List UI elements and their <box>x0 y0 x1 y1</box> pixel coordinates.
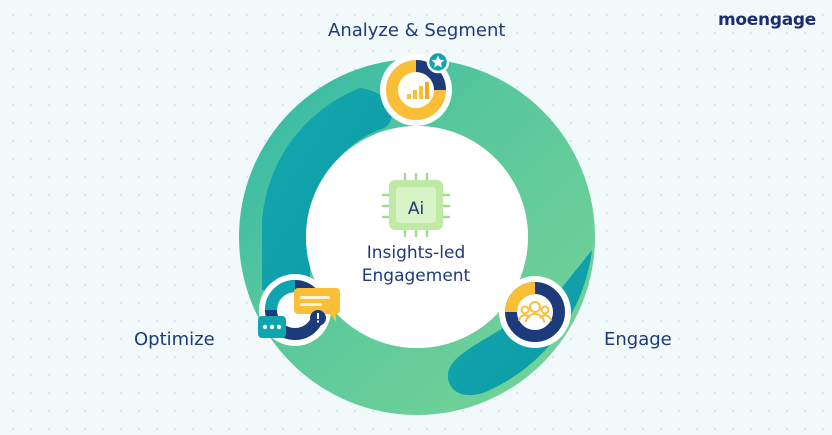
center-title-line1: Insights-led <box>367 243 466 263</box>
ai-chip-label: Ai <box>408 199 424 219</box>
engage-badge <box>499 276 571 348</box>
analyze-badge <box>380 50 452 126</box>
bar-chart-icon <box>407 82 429 99</box>
stage-label-analyze-segment: Analyze & Segment <box>328 20 506 41</box>
center-disc <box>306 126 528 348</box>
stage-label-engage: Engage <box>604 329 672 350</box>
optimize-badge <box>258 274 340 346</box>
center-title-line2: Engagement <box>362 266 471 286</box>
moengage-logo: moengage <box>718 10 816 30</box>
stage-label-optimize: Optimize <box>134 329 215 350</box>
chat-bubbles-icon <box>258 288 340 338</box>
ai-chip-icon <box>381 172 451 238</box>
star-icon <box>431 55 445 68</box>
teal-segment-left <box>262 88 392 290</box>
people-group-icon <box>518 301 552 323</box>
